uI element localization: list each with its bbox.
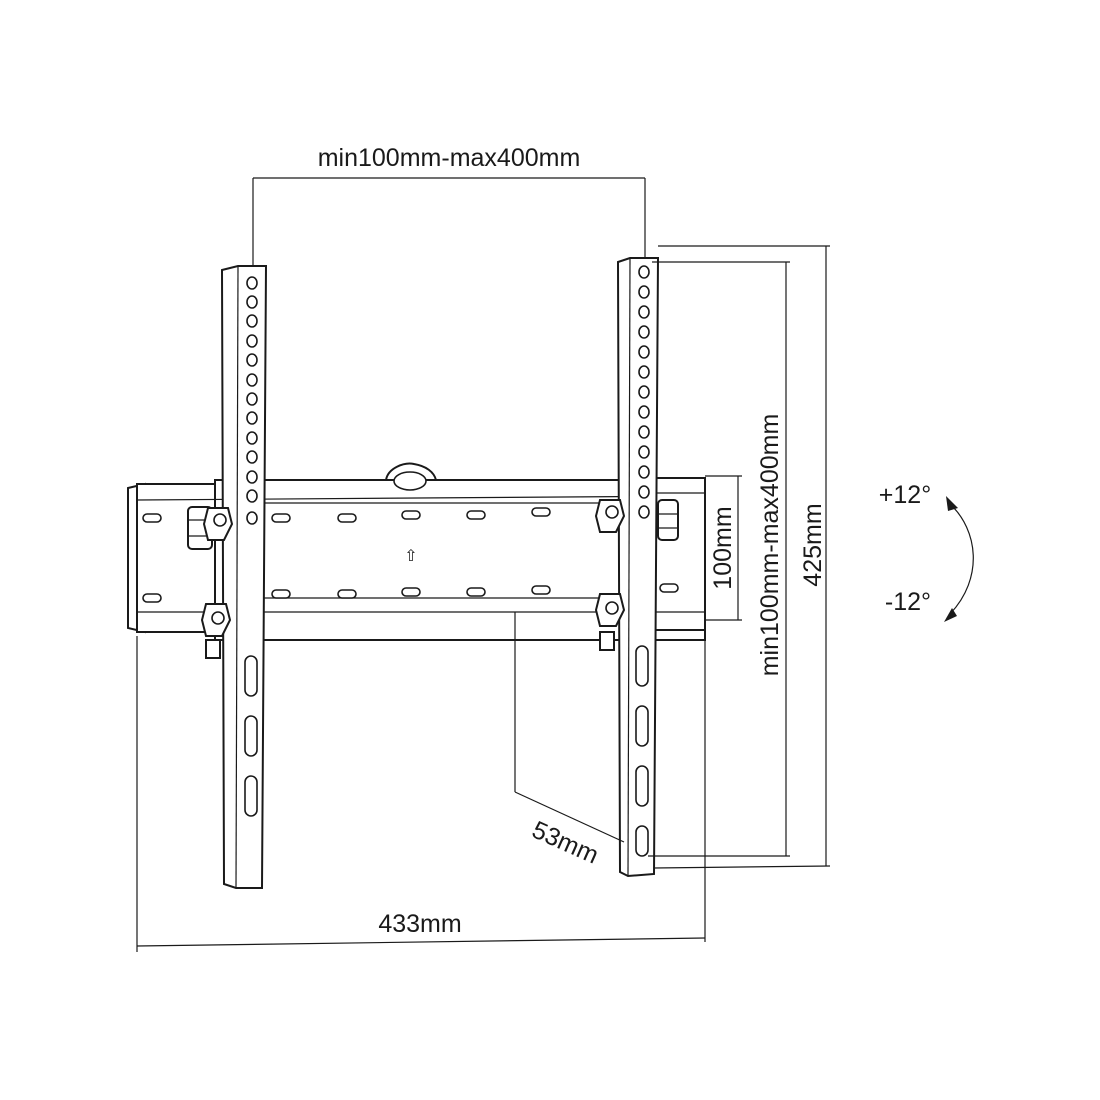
- top-width-dimension: min100mm-max400mm: [252, 144, 646, 268]
- tilt-down-arrowhead-icon: [944, 608, 957, 622]
- center-hook: [384, 462, 438, 491]
- rail-height-dimension: 100mm: [705, 475, 742, 621]
- height-range-dimension: min100mm-max400mm: [648, 261, 790, 857]
- right-tilt-knob: [657, 499, 679, 541]
- left-bracket-holes: [244, 276, 258, 817]
- tilt-down-label: -12°: [885, 588, 931, 616]
- right-bracket-holes: [635, 265, 650, 857]
- height-range-label: min100mm-max400mm: [756, 414, 784, 677]
- rail-slots: [142, 506, 679, 603]
- total-height-dimension: 425mm: [653, 245, 831, 869]
- tilt-indicator: +12° -12°: [879, 481, 974, 622]
- right-bolts: [594, 499, 626, 651]
- left-vertical-bracket: [200, 265, 268, 889]
- total-width-dimension: 433mm: [136, 626, 706, 952]
- total-height-label: 425mm: [799, 503, 827, 586]
- tilt-up-label: +12°: [879, 481, 931, 509]
- rail-height-label: 100mm: [709, 506, 737, 589]
- total-width-label: 433mm: [378, 910, 461, 938]
- tilt-up-arrowhead-icon: [946, 496, 958, 511]
- up-arrow-icon: ⇧: [404, 548, 417, 565]
- right-vertical-bracket: [594, 257, 660, 878]
- depth-label: 53mm: [528, 816, 603, 870]
- top-width-label: min100mm-max400mm: [318, 144, 581, 172]
- left-bolts: [200, 507, 234, 659]
